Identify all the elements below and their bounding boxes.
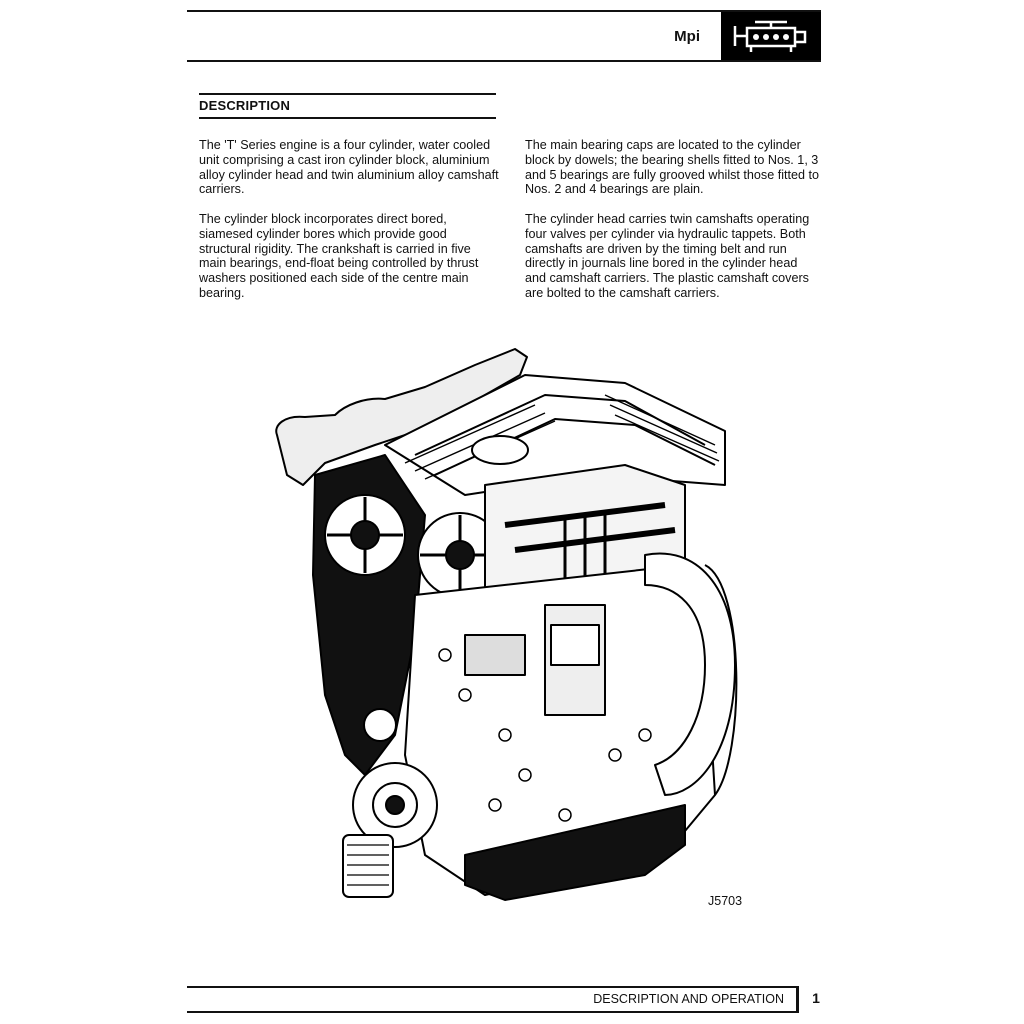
figure-reference: J5703 [708, 894, 743, 908]
section-heading: DESCRIPTION [199, 98, 291, 113]
paragraph-left-2: The cylinder block incorporates direct b… [199, 212, 479, 300]
paragraph-right-2: The cylinder head carries twin camshafts… [525, 212, 810, 300]
header-rule-bottom [187, 60, 821, 62]
footer-rule-top [187, 986, 797, 988]
paragraph-left-1: The 'T' Series engine is a four cylinder… [199, 138, 499, 197]
section-rule-bottom [199, 117, 496, 119]
footer-divider [796, 986, 799, 1013]
engine-icon [721, 12, 821, 60]
paragraph-right-1: The main bearing caps are located to the… [525, 138, 820, 197]
header-rule-top [187, 10, 821, 12]
section-rule-top [199, 93, 496, 95]
engine-cutaway-illustration [265, 335, 745, 905]
footer-rule-bottom [187, 1011, 797, 1013]
header-title: Mpi [674, 28, 700, 45]
page-number: 1 [812, 990, 820, 1006]
footer-section-label: DESCRIPTION AND OPERATION [593, 992, 784, 1006]
